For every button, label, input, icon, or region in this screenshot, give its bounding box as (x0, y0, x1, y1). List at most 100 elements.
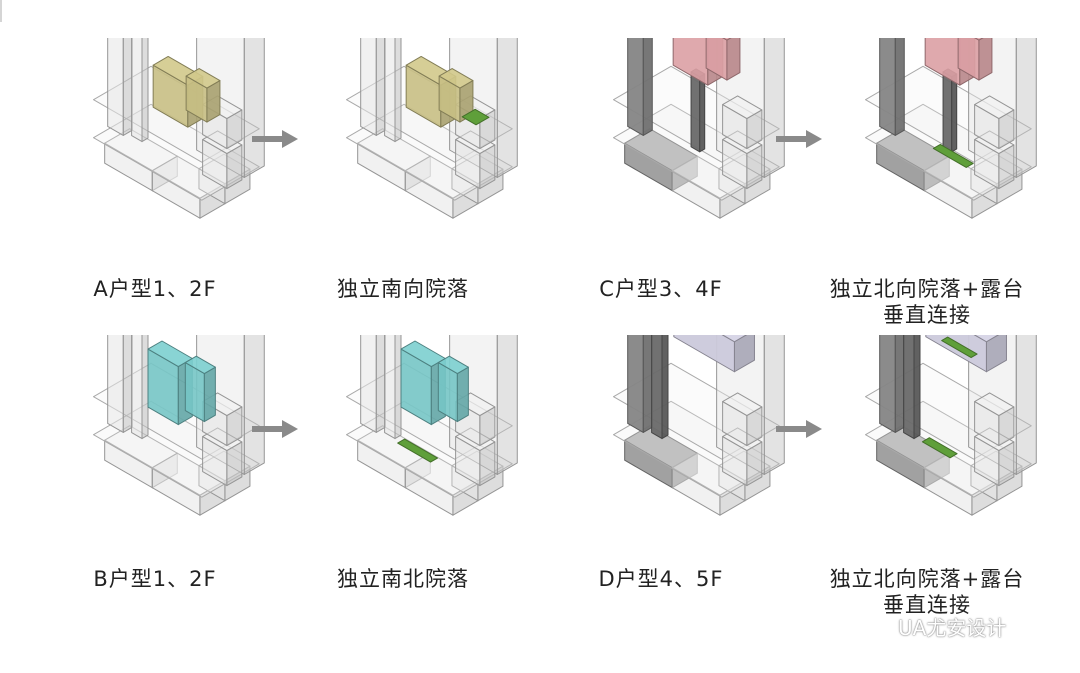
building-axonometric (93, 335, 265, 516)
building-axonometric (93, 38, 265, 219)
tall-tower-face (107, 38, 124, 136)
tall-tower-face (394, 38, 402, 143)
caption-line: 独立南向院落 (337, 277, 469, 301)
side-volume-top (722, 95, 763, 120)
arrow-right-icon (776, 420, 822, 438)
rear-volume-face (1015, 335, 1037, 475)
courtyard-green (921, 437, 958, 459)
tall-tower-face (394, 335, 402, 440)
caption-line: 独立北向院落+露台 (829, 567, 1025, 591)
tall-tower-face (131, 38, 143, 143)
highlight-unit-face (203, 366, 216, 423)
arrow-A (250, 128, 300, 150)
tall-tower-face (913, 335, 921, 440)
diagram-B-after (323, 335, 523, 565)
tall-tower-face (651, 335, 663, 440)
arrow-shape (252, 420, 298, 438)
caption-line: B户型1、2F (93, 567, 217, 591)
watermark-text: UA尤安设计 (898, 615, 1007, 640)
diagram-A-before (70, 38, 270, 268)
rear-volume-face (763, 335, 785, 475)
arrow-right-icon (776, 130, 822, 148)
rear-volume-face (496, 38, 518, 178)
caption-A-before: A户型1、2F (30, 276, 280, 302)
building-axonometric (613, 335, 785, 516)
building-axonometric (613, 38, 785, 219)
watermark: UA尤安设计 (852, 612, 1006, 640)
building-axonometric (346, 335, 518, 516)
tall-tower-face (375, 335, 386, 433)
arrow-C (774, 128, 824, 150)
tall-tower-face (375, 38, 386, 136)
diagram-C-after (842, 38, 1042, 268)
caption-C-before: C户型3、4F (536, 276, 786, 302)
highlight-unit-face (456, 366, 469, 423)
tall-tower-face (642, 38, 653, 136)
highlight-unit-top (400, 340, 446, 368)
tall-tower-face (690, 71, 701, 153)
rear-volume-face (243, 38, 265, 178)
caption-line: 独立南北院落 (337, 567, 469, 591)
highlight-unit-top (184, 355, 216, 375)
highlight-unit-face (924, 38, 961, 86)
highlight-unit-top (974, 38, 984, 41)
side-volume-top (974, 95, 1015, 120)
diagram-B-before (70, 335, 270, 565)
side-volume-top (974, 392, 1015, 417)
highlight-unit-top (147, 340, 193, 368)
caption-D-after: 独立北向院落+露台 垂直连接 (802, 566, 1052, 618)
tall-tower-face (141, 38, 149, 143)
arrow-shape (776, 130, 822, 148)
rear-volume-face (763, 38, 785, 178)
tall-tower-face (894, 38, 905, 136)
courtyard-green (932, 143, 974, 168)
highlight-unit-face (925, 335, 987, 373)
building-axonometric (865, 335, 1037, 516)
caption-line: C户型3、4F (599, 277, 723, 301)
tall-tower-face (894, 335, 905, 433)
diagram-D-before (590, 335, 790, 565)
tall-tower-face (131, 335, 143, 440)
rear-volume-face (496, 335, 518, 475)
arrow-shape (252, 130, 298, 148)
caption-D-before: D户型4、5F (536, 566, 786, 592)
building-axonometric (346, 38, 518, 219)
tall-tower-face (699, 73, 706, 153)
diagram-C-before (590, 38, 790, 268)
caption-A-after: 独立南向院落 (278, 276, 528, 302)
building-axonometric (865, 38, 1037, 219)
highlight-unit-top (185, 68, 221, 89)
tall-tower-face (360, 335, 377, 433)
rear-volume-face (1015, 38, 1037, 178)
caption-C-after: 独立北向院落+露台 垂直连接 (802, 276, 1052, 328)
tall-tower-face (879, 335, 896, 433)
tall-tower-face (627, 38, 644, 136)
caption-line: 垂直连接 (883, 593, 971, 617)
tall-tower-face (942, 71, 953, 153)
side-volume-top (722, 392, 763, 417)
highlight-unit-face (978, 38, 993, 81)
courtyard-green (461, 108, 490, 126)
tall-tower-face (951, 73, 958, 153)
tall-tower-face (122, 38, 133, 136)
corner-divider (0, 0, 2, 22)
tall-tower-face (384, 335, 396, 440)
tall-tower-face (903, 335, 915, 440)
highlight-unit-face (726, 38, 741, 81)
tall-tower-face (627, 335, 644, 433)
caption-B-after: 独立南北院落 (278, 566, 528, 592)
wechat-icon (854, 615, 889, 638)
highlight-unit-top (437, 355, 469, 375)
caption-line: 独立北向院落+露台 (829, 277, 1025, 301)
tall-tower-face (107, 335, 124, 433)
highlight-unit-face (673, 335, 735, 373)
caption-line: 垂直连接 (883, 303, 971, 327)
caption-B-before: B户型1、2F (30, 566, 280, 592)
diagram-A-after (323, 38, 523, 268)
rear-volume-face (243, 335, 265, 475)
arrow-shape (776, 420, 822, 438)
terrace-green (941, 336, 978, 359)
highlight-unit-top (973, 335, 1000, 343)
highlight-unit-face (672, 38, 709, 86)
